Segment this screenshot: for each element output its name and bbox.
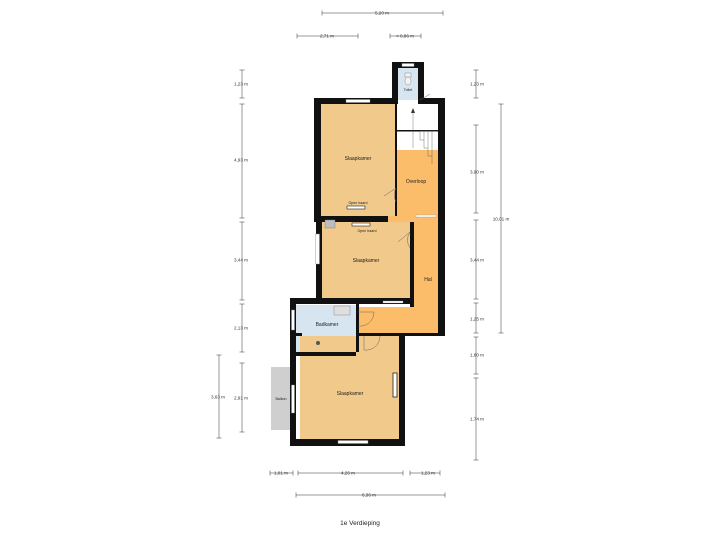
heater-icon bbox=[324, 219, 336, 229]
window-toilet bbox=[401, 63, 415, 67]
wall-lower-right bbox=[399, 333, 405, 446]
door-toilet bbox=[419, 93, 431, 101]
dim-right-3: 3,44 m bbox=[470, 258, 484, 263]
wall-bedroom-mid-bottom bbox=[290, 298, 410, 304]
room-label-hall: Hal bbox=[424, 277, 432, 283]
dim-right-2: 3,90 m bbox=[470, 170, 484, 175]
floor-title: 1e Verdieping bbox=[340, 520, 380, 527]
room-label-bedroom-bottom: Slaapkamer bbox=[337, 391, 364, 397]
room-label-bedroom-mid: Slaapkamer bbox=[353, 258, 380, 264]
dim-left-1: 1,23 m bbox=[234, 82, 248, 87]
window-bedroom-bottom bbox=[337, 440, 369, 444]
dim-right-4: 1,25 m bbox=[470, 317, 484, 322]
dim-right-5: 1,60 m bbox=[470, 353, 484, 358]
drain-icon bbox=[316, 341, 320, 345]
window-bathroom bbox=[291, 309, 295, 331]
window-bedroom-mid bbox=[315, 233, 320, 265]
room-label-landing: Overloop bbox=[406, 179, 427, 185]
dim-right-6: 1,74 m bbox=[470, 417, 484, 422]
dim-bottom-2: 4,26 m bbox=[341, 471, 355, 476]
balcony-floor bbox=[271, 367, 293, 430]
dimension-lines bbox=[216, 10, 504, 498]
wall-top-right bbox=[418, 98, 444, 104]
fireplace-top-icon bbox=[346, 205, 366, 210]
wall-bath-bottom bbox=[296, 352, 356, 356]
hall-radiator-lower-icon bbox=[382, 300, 404, 304]
room-label-bedroom-top: Slaapkamer bbox=[345, 156, 372, 162]
dim-right-1: 1,23 m bbox=[470, 82, 484, 87]
bedroom-bottom-floor bbox=[300, 336, 399, 439]
dimension-labels: 5,20 m 2,71 m < 0,86 m 1,23 m 4,93 m 3,4… bbox=[211, 11, 509, 498]
dim-left-5: 2,91 m bbox=[234, 396, 248, 401]
dim-top-right: < 0,86 m bbox=[396, 34, 414, 39]
room-label-bathroom: Badkamer bbox=[316, 322, 339, 328]
door-bedroom-bottom bbox=[363, 335, 381, 351]
hall-floor bbox=[356, 150, 438, 333]
wall-left-upper bbox=[314, 98, 321, 220]
dim-right-total: 10,01 m bbox=[493, 217, 510, 222]
wall-bedroom-mid-right bbox=[410, 222, 414, 307]
doors bbox=[357, 93, 431, 351]
room-label-balcony: Balkon bbox=[276, 397, 287, 401]
wall-toilet-left bbox=[392, 62, 398, 102]
door-bedroom-mid bbox=[397, 231, 411, 249]
radiator-icon bbox=[392, 372, 398, 398]
toilet-tank-icon bbox=[404, 72, 412, 78]
dim-bottom-3: 1,23 m bbox=[421, 471, 435, 476]
wall-bedroom-top-right bbox=[395, 104, 397, 216]
dim-left-outer: 3,63 m bbox=[211, 395, 225, 400]
fireplace-mid-icon bbox=[351, 222, 371, 227]
annotation-open-haard-mid: Open haard bbox=[358, 229, 377, 233]
wall-toilet-right bbox=[418, 62, 424, 102]
dim-bottom-1: 1,01 m bbox=[274, 471, 288, 476]
room-label-toilet: Toilet bbox=[404, 88, 412, 92]
bedroom-mid-floor bbox=[322, 222, 410, 299]
floors bbox=[271, 68, 438, 439]
wall-right-outer bbox=[438, 98, 445, 336]
door-bathroom bbox=[357, 311, 375, 327]
windows bbox=[291, 63, 415, 444]
stairs-floor bbox=[397, 105, 438, 150]
dim-bottom-total: 6,36 m bbox=[362, 493, 376, 498]
sink-icon bbox=[333, 305, 351, 316]
fixtures bbox=[316, 72, 437, 398]
room-labels: Toilet Slaapkamer Overloop Slaapkamer Ha… bbox=[276, 88, 432, 401]
bedroom-top-floor bbox=[321, 104, 396, 216]
wall-bedroom-top-bottom bbox=[314, 216, 388, 222]
wall-bath-right bbox=[356, 304, 359, 352]
annotation-open-haard-top: Open haard bbox=[349, 201, 368, 205]
wall-stairs bbox=[397, 130, 438, 132]
door-bedroom-top bbox=[383, 187, 397, 203]
hall-radiator-icon bbox=[415, 214, 437, 218]
window-bedroom-top bbox=[345, 99, 371, 103]
dim-left-4: 2,13 m bbox=[234, 326, 248, 331]
dim-top-left: 2,71 m bbox=[320, 34, 334, 39]
dim-left-3: 3,44 m bbox=[234, 258, 248, 263]
dim-left-2: 4,93 m bbox=[234, 158, 248, 163]
toilet-bowl-icon bbox=[404, 76, 412, 86]
staircase bbox=[411, 108, 438, 164]
dim-top-total: 5,20 m bbox=[375, 11, 389, 16]
window-balcony-door bbox=[291, 384, 295, 414]
wall-lower-left-cap bbox=[296, 333, 302, 336]
